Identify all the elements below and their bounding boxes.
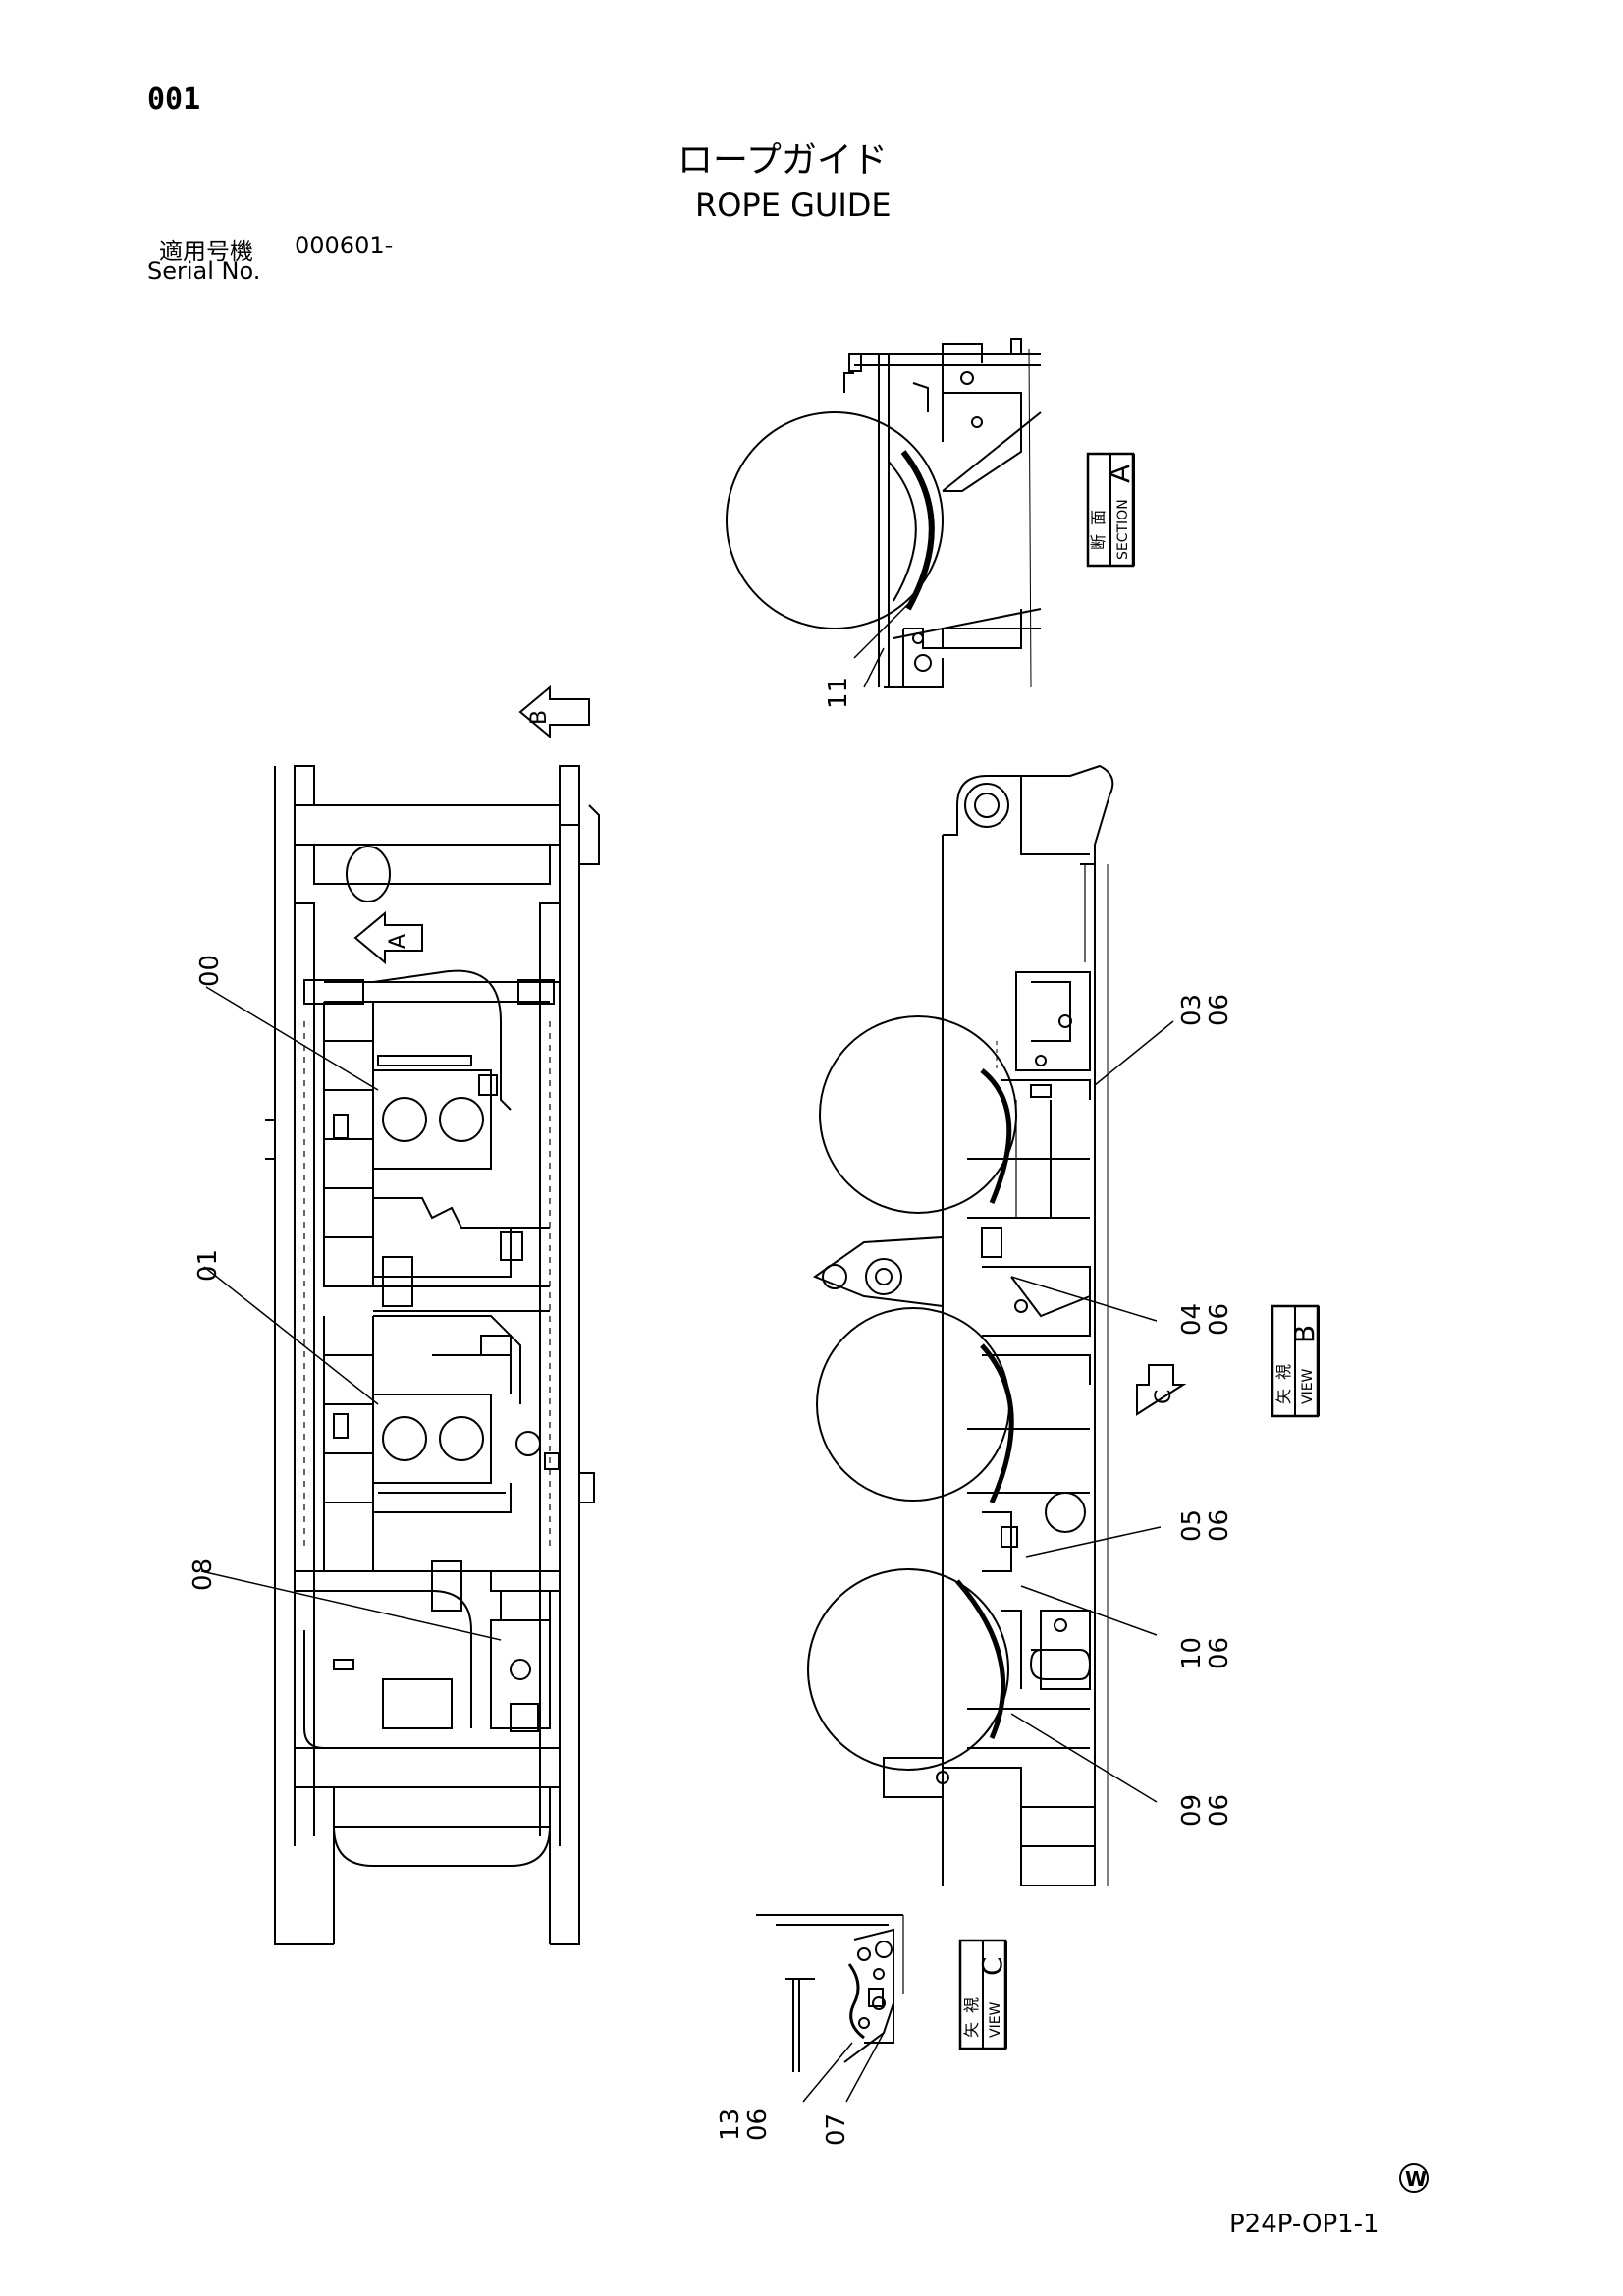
callout-08: 08 [189,1558,502,1641]
view-arrow-b: B [518,684,590,739]
view-c-label: 矢 視 VIEW C [958,1939,1008,2050]
arrow-b-letter: B [527,710,552,725]
arrow-c-letter: C [1152,1390,1176,1404]
drawing-code: P24P-OP1-1 [1229,2210,1380,2239]
arrow-a-letter: A [386,934,410,949]
callout-05-label: 05 [1177,1509,1207,1542]
section-a-jp2: 面 [1089,510,1108,525]
callout-10-qty: 06 [1205,1637,1234,1669]
title-english: ROPE GUIDE [695,187,892,224]
view-b-jp2: 視 [1274,1364,1293,1380]
view-b-jp1: 矢 [1274,1389,1293,1404]
w-mark: W [1399,2163,1429,2193]
callout-09: 09 06 [1010,1713,1234,1827]
view-b-label: 矢 視 VIEW B [1271,1304,1321,1418]
serial-label-english: Serial No. [147,257,261,285]
serial-label-japanese: 適用号機 [159,238,253,265]
page-number: 001 [147,82,201,117]
view-c-jp1: 矢 [962,2022,981,2038]
callout-11: 11 [824,603,909,709]
frame-plan-view [265,765,600,1945]
frame-side-view [807,764,1114,1886]
callout-00: 00 [195,955,379,1091]
title-japanese: ロープガイド [677,140,888,181]
callout-09-label: 09 [1177,1794,1207,1827]
callout-09-qty: 06 [1205,1794,1234,1827]
section-a-jp1: 断 [1089,534,1108,550]
view-arrow-c: C [1136,1364,1187,1416]
callout-10: 10 06 [1020,1585,1234,1669]
view-c-en: VIEW [988,2001,1003,2038]
callout-04: 04 06 [1010,1276,1234,1336]
view-b-letter: B [1288,1325,1321,1343]
callout-03-label: 03 [1177,994,1207,1026]
rope-guide-plate [900,450,935,611]
serial-value: 000601- [295,232,394,259]
drum-3 [807,1568,1009,1771]
view-c-letter: C [976,1956,1008,1976]
callout-03: 03 06 [1094,994,1234,1086]
view-c-jp2: 視 [962,1997,981,2013]
w-mark-letter: W [1405,2167,1427,2191]
callout-04-qty: 06 [1205,1303,1234,1336]
callout-03-qty: 06 [1205,994,1234,1026]
section-a-letter: A [1104,465,1136,483]
view-c-drawing [756,1914,904,2072]
callout-11-label: 11 [824,677,853,709]
callout-04-label: 04 [1177,1303,1207,1336]
callout-07: 07 [822,2032,885,2146]
drum-1 [819,1015,1017,1214]
callout-13-qty: 06 [743,2108,773,2141]
callout-05: 05 06 [1025,1509,1234,1558]
section-a-en: SECTION [1115,499,1131,560]
callout-13: 13 06 [716,2042,853,2141]
section-a-drawing [726,338,1042,688]
drum-2 [816,1307,1010,1502]
callout-10-label: 10 [1177,1637,1207,1669]
callout-01: 01 [193,1249,379,1405]
callout-05-qty: 06 [1205,1509,1234,1542]
view-arrow-a: A [353,910,423,965]
section-a-label: 断 面 SECTION A [1086,452,1136,568]
view-b-en: VIEW [1300,1368,1316,1404]
callout-08-label: 08 [189,1558,218,1591]
drum-circle [726,411,944,629]
callout-01-label: 01 [193,1249,223,1282]
callout-00-label: 00 [195,955,225,987]
callout-13-label: 13 [716,2108,745,2141]
callout-07-label: 07 [822,2113,851,2146]
